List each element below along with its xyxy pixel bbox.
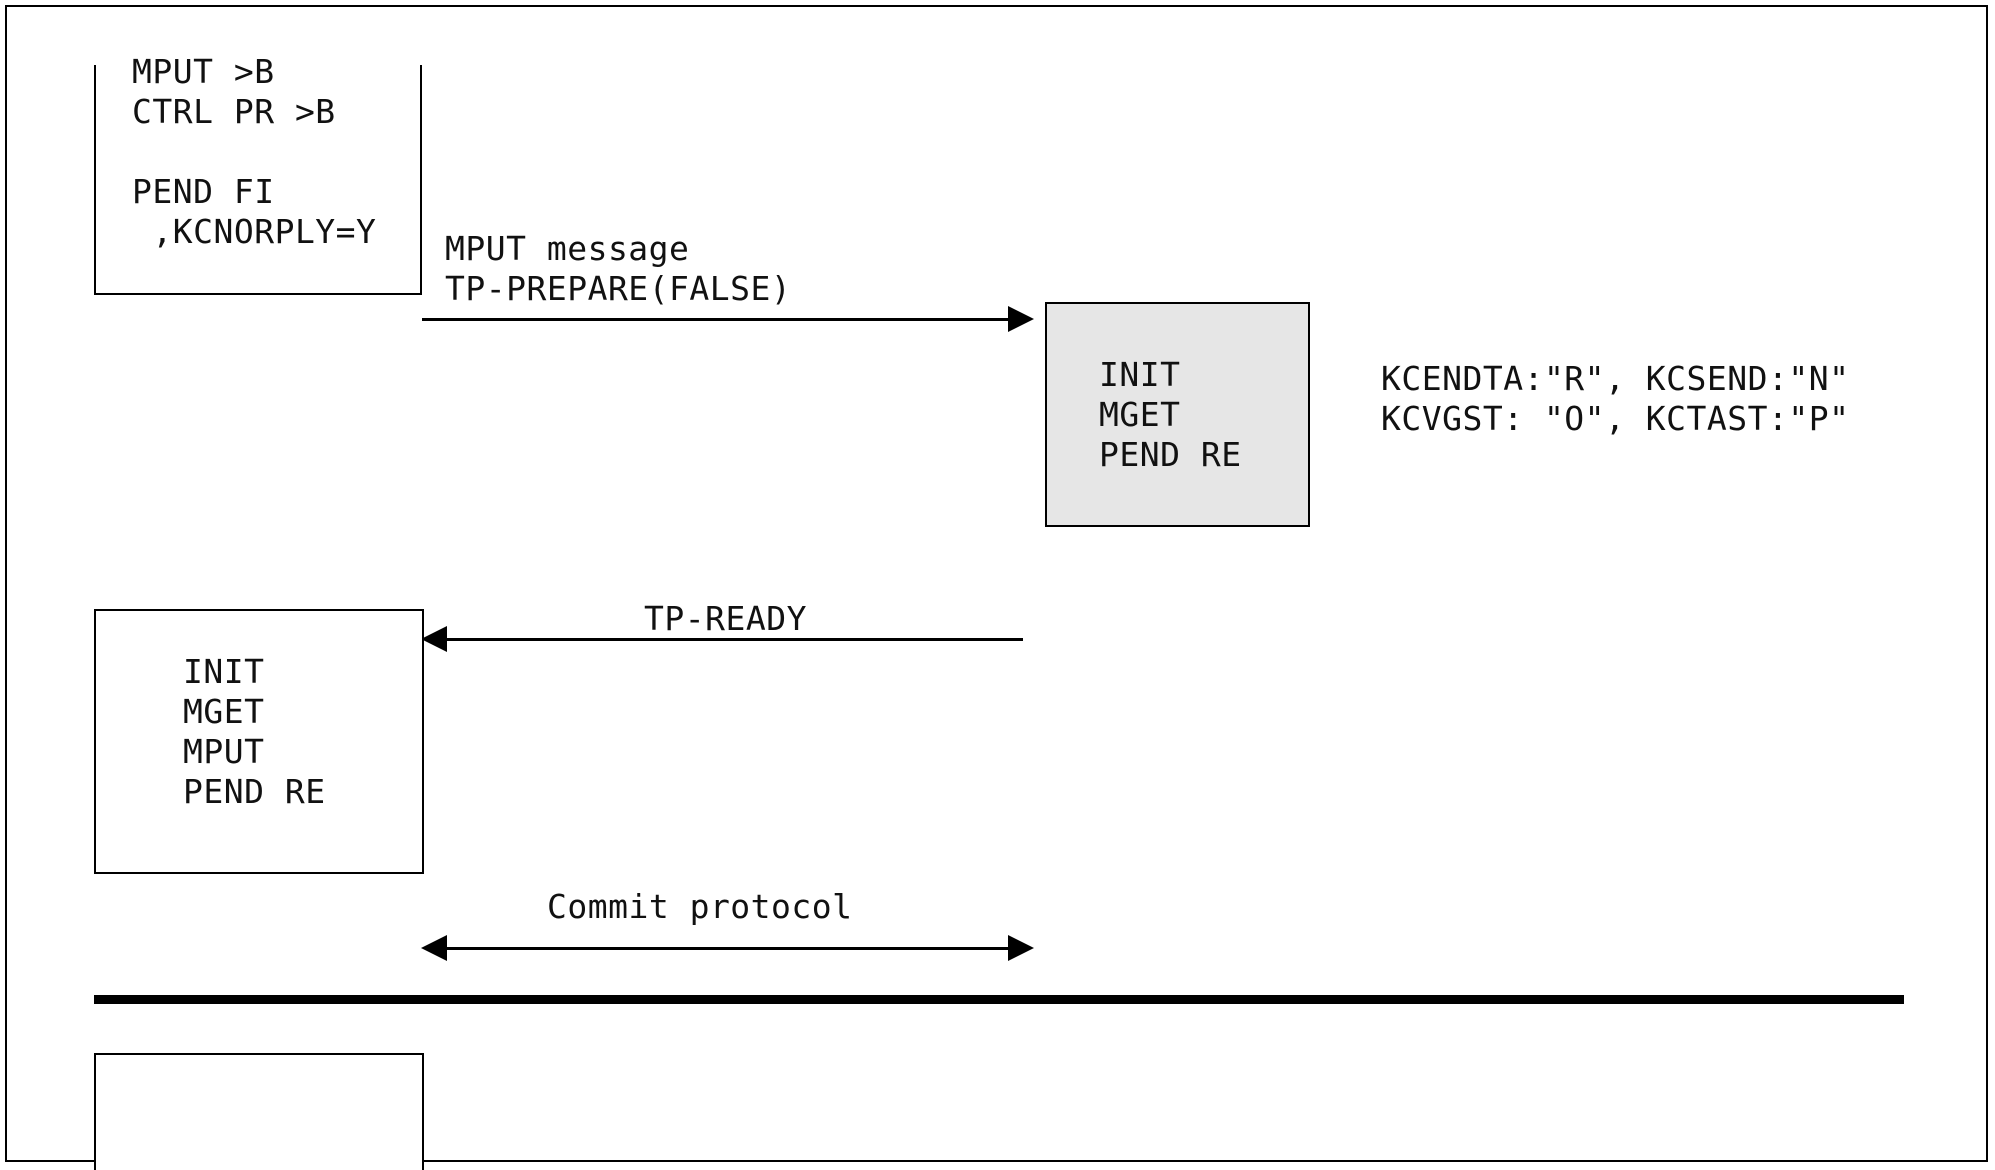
tp-ready-arrow-shaft <box>447 638 1023 641</box>
caller-followup-box <box>94 609 424 874</box>
figure-frame: MPUT >B CTRL PR >B PEND FI ,KCNORPLY=Y M… <box>5 5 1988 1170</box>
tp-ready-arrow-head-left-icon <box>421 626 447 652</box>
mput-message-arrow-shaft <box>422 318 1012 321</box>
caller-program-box <box>94 65 422 295</box>
phase-separator-rule <box>94 995 1904 1004</box>
next-step-box <box>94 1053 424 1170</box>
commit-protocol-arrow-head-right-icon <box>1008 935 1034 961</box>
commit-protocol-arrow-shaft <box>447 947 1009 950</box>
caller-program-box-text: MPUT >B CTRL PR >B PEND FI ,KCNORPLY=Y <box>132 52 377 251</box>
tp-ready-arrow-label: TP-READY <box>644 599 807 638</box>
caller-followup-box-text: INIT MGET MPUT PEND RE <box>183 652 326 811</box>
commit-protocol-arrow-head-left-icon <box>421 935 447 961</box>
service-program-box <box>1045 302 1310 527</box>
service-program-box-text: INIT MGET PEND RE <box>1099 355 1242 474</box>
commit-protocol-arrow-label: Commit protocol <box>547 887 853 926</box>
mput-message-arrow-head-right-icon <box>1008 306 1034 332</box>
kcb-status-annotation: KCENDTA:"R", KCSEND:"N" KCVGST: "O", KCT… <box>1381 359 1850 438</box>
mput-message-arrow-label: MPUT message TP-PREPARE(FALSE) <box>445 229 792 308</box>
